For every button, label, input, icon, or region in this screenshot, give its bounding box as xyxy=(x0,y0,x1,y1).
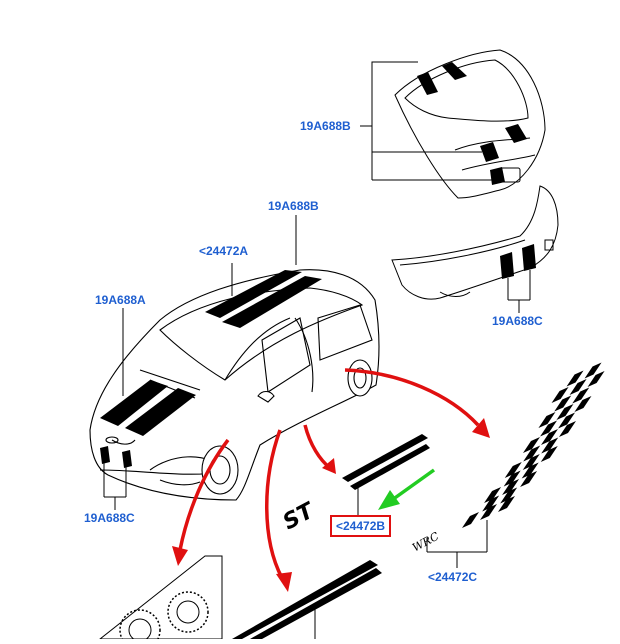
callout-front-bumper-stripe: 19A688C xyxy=(84,511,135,525)
checkered-flag-decal xyxy=(462,362,605,528)
car-leaders xyxy=(103,215,297,510)
rear-bumper-stripes xyxy=(500,244,536,279)
side-stripe-lower xyxy=(232,560,382,639)
flag-square xyxy=(502,479,520,495)
flag-square xyxy=(587,371,605,387)
front-bumper-stripes xyxy=(100,446,132,468)
callout-checkered-flag-decal: <24472C xyxy=(428,570,478,584)
st-logo-decal: ST xyxy=(279,498,320,535)
callout-hood-stripe: 19A688A xyxy=(95,293,146,307)
callout-side-st-decal: <24472B xyxy=(330,515,392,537)
arrow-to-emblem xyxy=(178,438,230,551)
flag-square xyxy=(572,387,590,404)
flag-square xyxy=(484,487,502,503)
roof-stripes xyxy=(205,270,322,328)
tailgate-stripes xyxy=(417,62,527,185)
flag-square xyxy=(538,412,556,428)
flag-square xyxy=(520,471,538,487)
flag-square xyxy=(522,454,540,470)
flag-square xyxy=(540,420,558,437)
green-arrow xyxy=(378,468,436,510)
flag-square xyxy=(500,487,518,504)
emblem-sheet xyxy=(98,555,223,644)
flag-square xyxy=(584,362,602,379)
wrc-logo-text: WRC xyxy=(410,530,441,555)
flag-square xyxy=(498,496,515,512)
flag-leaders xyxy=(426,520,488,568)
callout-roof-decal: <24472A xyxy=(199,244,249,258)
flag-square xyxy=(540,446,558,462)
side-stripe-upper xyxy=(342,434,430,490)
flag-square xyxy=(574,396,592,412)
tailgate-leader xyxy=(360,61,492,181)
flag-square xyxy=(523,445,541,462)
flag-square xyxy=(503,470,521,487)
wrc-logo-decal: WRC xyxy=(410,530,441,555)
flag-square xyxy=(541,437,559,454)
flag-square xyxy=(566,370,584,387)
flag-square xyxy=(480,504,497,520)
flag-square xyxy=(504,462,522,478)
callout-tailgate-stripe: 19A688B xyxy=(300,119,351,133)
flag-square xyxy=(569,379,587,395)
arrow-to-st-decal xyxy=(303,424,332,470)
flag-square xyxy=(556,404,574,420)
flag-square xyxy=(558,412,576,429)
flag-square xyxy=(551,387,569,403)
flag-square xyxy=(462,512,479,528)
callout-roof-stripe: 19A688B xyxy=(268,199,319,213)
flag-square xyxy=(554,395,572,412)
flag-square xyxy=(558,421,576,437)
rear-bumper-illustration xyxy=(391,185,559,300)
arrow-to-lower-stripe xyxy=(265,429,284,579)
side-decal-leaders xyxy=(314,482,359,639)
callout-rear-bumper-stripe: 19A688C xyxy=(492,314,543,328)
red-arrowheads xyxy=(172,418,490,592)
flag-square xyxy=(521,462,539,479)
arrow-to-checkered-flag xyxy=(344,368,480,427)
rear-bumper-leader xyxy=(507,270,531,313)
flag-square xyxy=(522,437,540,453)
flag-square xyxy=(482,495,500,512)
flag-square xyxy=(540,429,558,445)
tailgate-illustration xyxy=(394,49,546,199)
hood-stripes xyxy=(100,380,196,436)
st-logo-text: ST xyxy=(279,498,320,535)
